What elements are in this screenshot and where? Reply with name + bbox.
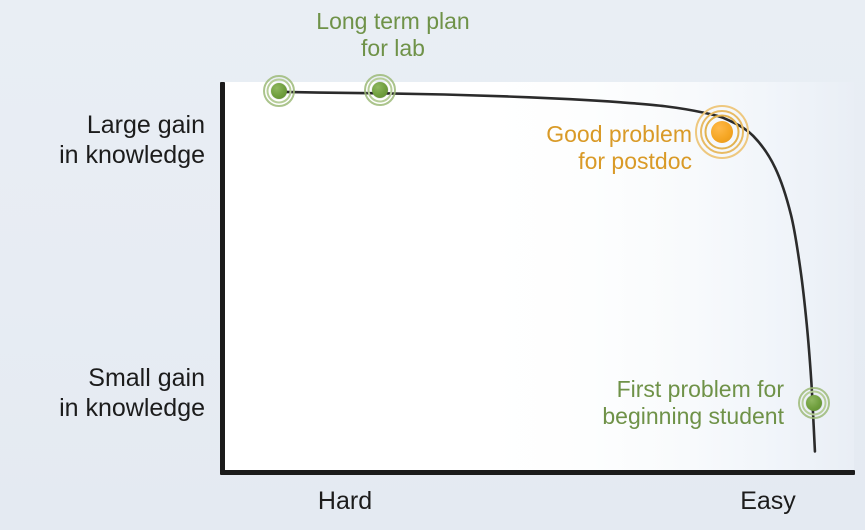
y-axis-label-low-line2: in knowledge xyxy=(59,394,205,422)
marker-ring-inner xyxy=(704,114,740,150)
marker-core xyxy=(805,395,822,412)
annotation-long-term-plan-line1: Long term plan xyxy=(316,8,470,34)
marker-ring-mid xyxy=(801,390,827,416)
x-axis-label-easy: Easy xyxy=(740,487,796,515)
annotation-first-problem-student: First problem for beginning student xyxy=(594,376,784,430)
data-marker-good-problem-postdoc xyxy=(694,105,749,160)
y-axis-label-high-line2: in knowledge xyxy=(59,141,205,169)
annotation-first-problem-student-line1: First problem for xyxy=(616,376,784,402)
marker-ring-outer xyxy=(694,105,749,160)
x-axis-line xyxy=(220,470,855,475)
y-axis-label-low: Small gain in knowledge xyxy=(59,363,205,423)
annotation-first-problem-student-line2: beginning student xyxy=(602,403,784,429)
marker-core xyxy=(371,82,388,99)
annotation-good-problem-postdoc-line1: Good problem xyxy=(546,121,692,147)
marker-ring-outer xyxy=(363,74,396,107)
marker-ring-mid xyxy=(367,77,393,103)
y-axis-label-low-line1: Small gain xyxy=(88,364,205,392)
annotation-long-term-plan: Long term plan for lab xyxy=(303,8,483,62)
marker-ring-outer xyxy=(797,387,830,420)
marker-ring-mid xyxy=(266,78,292,104)
marker-core xyxy=(710,121,733,144)
y-axis-label-high-line1: Large gain xyxy=(86,111,205,139)
x-axis-label-hard: Hard xyxy=(317,487,373,515)
marker-ring-mid xyxy=(699,110,744,155)
annotation-good-problem-postdoc-line2: for postdoc xyxy=(578,148,692,174)
data-marker-long-term-plan-1 xyxy=(263,74,296,107)
y-axis-line xyxy=(220,82,225,474)
data-marker-first-problem-student xyxy=(797,387,830,420)
annotation-long-term-plan-line2: for lab xyxy=(361,35,425,61)
data-marker-long-term-plan-2 xyxy=(363,74,396,107)
marker-core xyxy=(271,82,288,99)
annotation-good-problem-postdoc: Good problem for postdoc xyxy=(522,121,692,175)
marker-ring-outer xyxy=(263,74,296,107)
y-axis-label-high: Large gain in knowledge xyxy=(59,110,205,170)
